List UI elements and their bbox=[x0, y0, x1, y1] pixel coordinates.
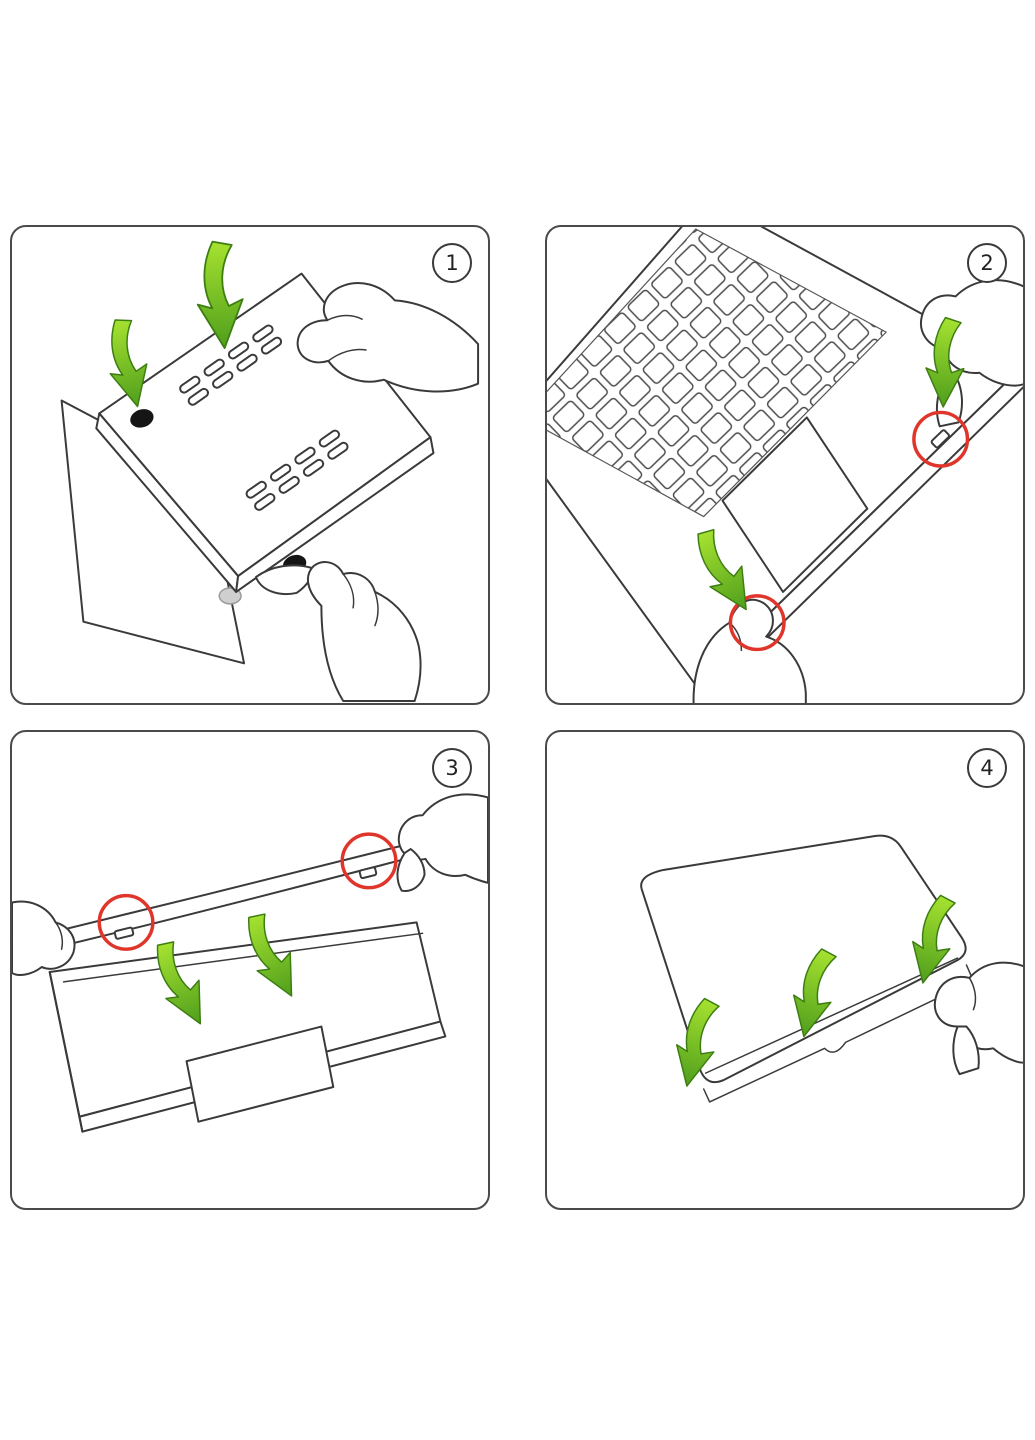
hand-finger-lines bbox=[326, 314, 367, 362]
clip-highlight-circle bbox=[97, 893, 155, 951]
trackpad bbox=[185, 1025, 335, 1123]
steps-grid: 1 bbox=[10, 225, 1025, 1210]
base-edge bbox=[702, 964, 975, 1103]
hand-finger-lines bbox=[54, 921, 64, 950]
step-panel-1: 1 bbox=[10, 225, 490, 705]
step-panel-4: 4 bbox=[545, 730, 1025, 1210]
step-3-illustration bbox=[12, 793, 488, 1133]
step-1-illustration bbox=[60, 238, 480, 703]
hand-finger-lines bbox=[342, 573, 379, 627]
step-number-badge: 3 bbox=[432, 748, 472, 788]
clip-highlight-circle bbox=[340, 832, 398, 890]
step-panel-3: 3 bbox=[10, 730, 490, 1210]
clip-highlight-circle bbox=[912, 410, 970, 468]
step-2-illustration bbox=[547, 227, 1023, 703]
hand-finger-lines bbox=[968, 977, 977, 1011]
hand bbox=[296, 282, 480, 393]
base-left-rim bbox=[48, 970, 84, 1133]
hand bbox=[920, 279, 1023, 387]
step-panel-2: 2 bbox=[545, 225, 1025, 705]
step-4-illustration bbox=[640, 834, 1023, 1103]
case-clip-nub bbox=[358, 866, 378, 880]
step-number-badge: 4 bbox=[967, 748, 1007, 788]
hand-thumb bbox=[396, 848, 426, 892]
bottom-case-rim-right bbox=[235, 436, 435, 593]
clip-highlight-circle bbox=[728, 594, 786, 652]
step-number-badge: 1 bbox=[432, 243, 472, 283]
keyboard-keys bbox=[547, 228, 887, 518]
rubber-foot bbox=[130, 409, 154, 428]
case-clip-nub bbox=[930, 429, 951, 449]
lid-seam-line bbox=[704, 957, 959, 1074]
hand bbox=[12, 900, 76, 976]
trackpad bbox=[721, 416, 869, 593]
hand bbox=[692, 598, 807, 703]
vent-slots bbox=[179, 324, 283, 406]
hinge-line bbox=[62, 932, 424, 983]
case-clip-nub bbox=[113, 926, 135, 940]
closed-lid bbox=[640, 834, 967, 1084]
step-number-badge: 2 bbox=[967, 243, 1007, 283]
hand-thumb bbox=[952, 1025, 980, 1076]
hand bbox=[306, 561, 422, 703]
vent-slots bbox=[245, 429, 349, 511]
hand bbox=[933, 961, 1023, 1064]
